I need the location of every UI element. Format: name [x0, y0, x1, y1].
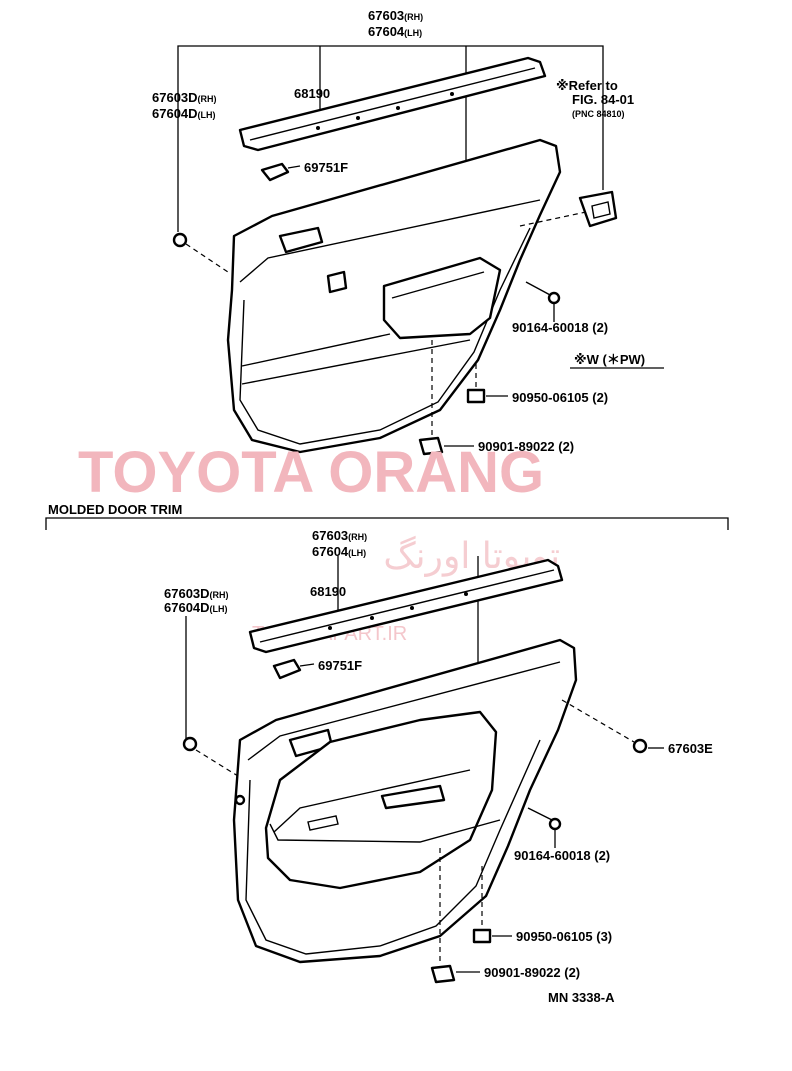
watermark-main: TOYOTA ORANG [78, 440, 544, 505]
top-panel-lh-label: 67604(LH) [368, 24, 422, 39]
top-screw [525, 281, 553, 297]
top-refer-line3: (PNC 84810) [572, 109, 625, 119]
bottom-clip-bottom [430, 964, 456, 984]
top-bracket-line [177, 45, 604, 232]
top-clip-bottom [418, 436, 444, 456]
bottom-grommet [632, 738, 648, 754]
section-divider [45, 517, 729, 530]
top-clip-69751f [260, 162, 290, 182]
top-clip-bottom-label: 90901-89022 (2) [478, 439, 574, 454]
bottom-screw [527, 807, 553, 821]
top-sub-lh-label: 67604D(LH) [152, 106, 216, 121]
bottom-screw-label: 90164-60018 (2) [514, 848, 610, 863]
top-cap-label: 90950-06105 (2) [512, 390, 608, 405]
bottom-armrest-recess [264, 710, 498, 890]
bottom-assembly: 67603(RH) 67604(LH) 67603D(RH) 67604D(LH… [164, 528, 713, 984]
top-clip-67603d [172, 232, 188, 248]
bottom-clip-label: 69751F [318, 658, 362, 673]
top-panel-rh-label: 67603(RH) [368, 8, 423, 23]
top-cap [466, 388, 486, 404]
top-switch-base [578, 190, 618, 228]
top-screw-label: 90164-60018 (2) [512, 320, 608, 335]
bottom-clip-69751f [272, 658, 302, 680]
section-title: MOLDED DOOR TRIM [48, 502, 182, 517]
top-clip-label: 69751F [304, 160, 348, 175]
bottom-clip-67603d [182, 736, 198, 752]
bottom-panel-lh-label: 67604(LH) [312, 544, 366, 559]
top-switch-cover [326, 270, 348, 294]
bottom-sub-lh-label: 67604D(LH) [164, 600, 228, 615]
bottom-panel-rh-label: 67603(RH) [312, 528, 367, 543]
top-note-pw: ※W (＊PW) [574, 352, 645, 367]
top-armrest [382, 256, 502, 340]
figure-code: MN 3338-A [548, 990, 615, 1005]
top-weatherstrip-groove [249, 67, 536, 141]
top-sub-rh-label: 67603D(RH) [152, 90, 217, 105]
top-weatherstrip-label: 68190 [294, 86, 330, 101]
bottom-cap [472, 928, 492, 944]
bottom-clip-bottom-label: 90901-89022 (2) [484, 965, 580, 980]
bottom-cap-label: 90950-06105 (3) [516, 929, 612, 944]
top-pull-pocket [278, 226, 324, 254]
top-refer-line1: ※Refer to [556, 78, 618, 93]
bottom-sub-rh-label: 67603D(RH) [164, 586, 229, 601]
top-refer-line2: FIG. 84-01 [572, 92, 634, 107]
bottom-weatherstrip-label: 68190 [310, 584, 346, 599]
top-assembly: 67603(RH) 67604(LH) 67603D(RH) 67604D(LH… [152, 8, 664, 456]
bottom-handle [380, 784, 446, 810]
bottom-grommet-label: 67603E [668, 741, 713, 756]
